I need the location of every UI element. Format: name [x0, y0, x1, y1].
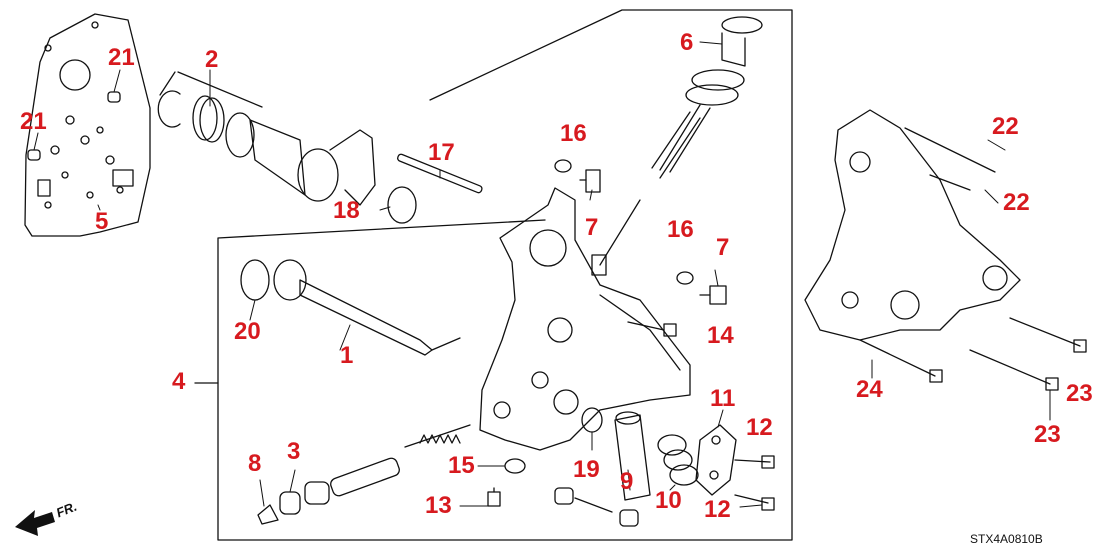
callout-6: 6	[680, 29, 694, 56]
bolt-14	[627, 321, 677, 337]
callout-16-upper: 16	[560, 120, 587, 147]
callout-13: 13	[425, 492, 452, 519]
callout-2: 2	[205, 46, 219, 73]
front-direction-arrow	[15, 510, 55, 536]
servo-body-group-frame	[194, 9, 793, 541]
drawing-code: STX4A0810B	[970, 532, 1043, 546]
callout-1: 1	[340, 342, 354, 369]
callout-11: 11	[710, 385, 736, 412]
callout-3: 3	[287, 438, 301, 465]
callout-9: 9	[620, 468, 634, 495]
callout-10: 10	[655, 487, 682, 514]
separator-plate	[24, 13, 151, 237]
cover-plate	[695, 424, 775, 511]
callout-22-lower: 22	[1003, 189, 1030, 216]
shaft-bearing-assembly	[157, 71, 376, 206]
right-valve-body	[804, 109, 1087, 391]
leader-lines	[33, 41, 1051, 508]
callout-18: 18	[333, 197, 360, 224]
callout-16-lower: 16	[667, 216, 694, 243]
callout-22-top: 22	[992, 113, 1019, 140]
callout-19: 19	[573, 456, 600, 483]
small-bolt-and-washer	[487, 458, 639, 527]
callout-24: 24	[856, 376, 883, 403]
callout-8: 8	[248, 450, 262, 477]
callout-17: 17	[428, 139, 455, 166]
pin-and-o-ring	[387, 153, 483, 224]
callout-21-left: 21	[20, 108, 47, 135]
shift-valve	[240, 259, 461, 356]
bolts-and-washers	[554, 159, 727, 305]
sleeve-spring-group	[581, 407, 699, 501]
lower-valve-train	[257, 424, 471, 525]
callout-5: 5	[95, 208, 109, 235]
callout-7-upper: 7	[585, 214, 599, 241]
callout-12-lower: 12	[704, 496, 731, 523]
callout-23-lower: 23	[1034, 421, 1061, 448]
accumulator-spring-stack	[591, 16, 763, 276]
callout-12-upper: 12	[746, 414, 773, 441]
callout-21-top: 21	[108, 44, 135, 71]
callout-15: 15	[448, 452, 475, 479]
servo-body	[479, 187, 691, 451]
callout-23-right: 23	[1066, 380, 1093, 407]
callout-14: 14	[707, 322, 734, 349]
callout-20: 20	[234, 318, 261, 345]
callout-4: 4	[172, 368, 186, 395]
callout-7-lower: 7	[716, 234, 730, 261]
